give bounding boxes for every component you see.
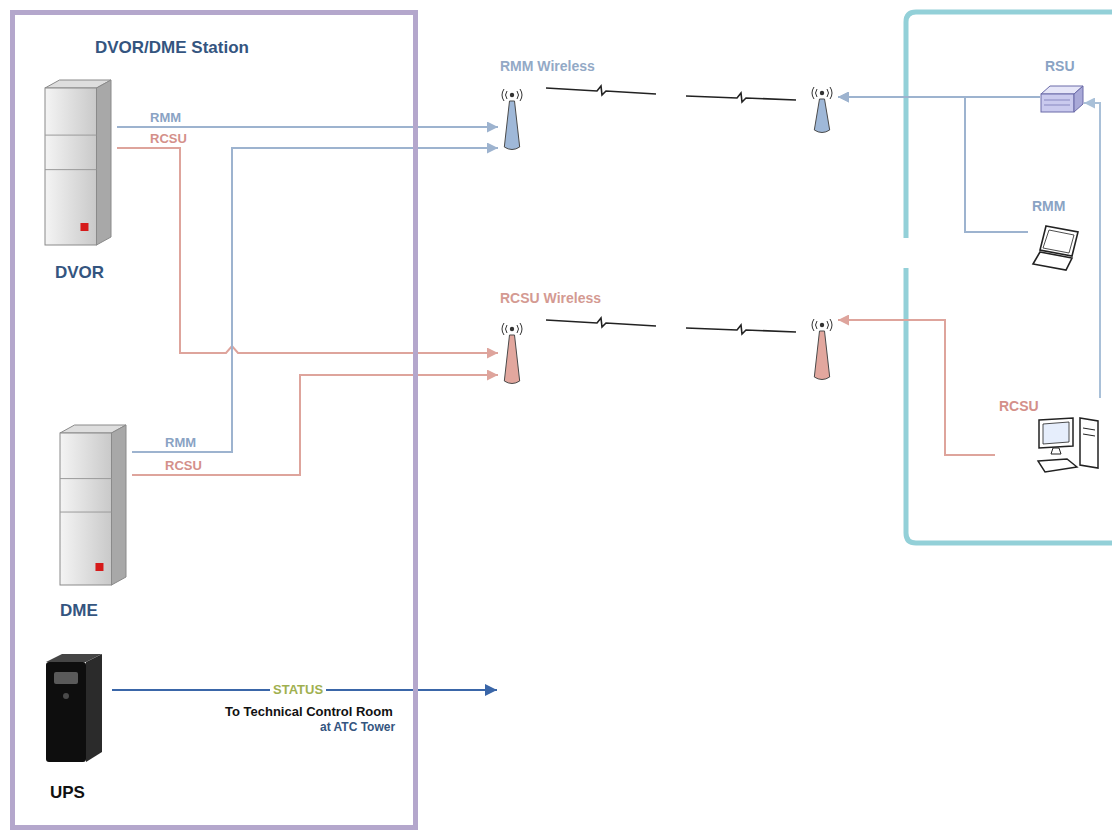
signal-connector — [132, 148, 498, 452]
status-lamp — [80, 223, 88, 231]
ups-unit: UPS — [40, 650, 112, 815]
destination-note: To Technical Control Room — [225, 704, 393, 719]
equipment-name: DME — [60, 601, 98, 621]
link-name: RMM Wireless — [500, 58, 595, 75]
server-front — [60, 433, 111, 585]
rsu-slot — [1044, 100, 1070, 101]
signal-label: RMM — [165, 435, 196, 450]
signal-label: RCSU — [165, 458, 202, 473]
dme-cabinet — [60, 425, 126, 585]
rsu-side — [1074, 86, 1083, 112]
ups-button — [63, 693, 69, 699]
antenna-body — [814, 331, 829, 380]
ups-front — [46, 662, 86, 762]
signal-connector — [838, 97, 1028, 232]
rcsu-terminal: RCSU — [995, 398, 1105, 478]
monitor-screen — [1043, 422, 1069, 444]
radio-waves — [502, 323, 522, 335]
rsu-icon — [1040, 84, 1084, 116]
server-bay — [45, 135, 96, 136]
server-bay — [60, 478, 111, 479]
antenna-tip — [510, 327, 514, 331]
radio-waves — [812, 319, 832, 331]
signal-label: RCSU — [150, 131, 187, 146]
ups-side — [86, 654, 102, 762]
device-name: RSU — [1045, 58, 1075, 75]
signal-label: RMM — [150, 110, 181, 125]
rsu-unit: RSU — [1040, 58, 1084, 118]
signal-connector — [117, 126, 498, 128]
ups-icon — [40, 650, 106, 762]
wireless-link-node: RMM Wireless — [498, 58, 838, 158]
radio-waves — [502, 89, 522, 101]
laptop-base — [1033, 252, 1072, 270]
signal-connector — [132, 375, 498, 475]
destination-note: at ATC Tower — [320, 720, 395, 735]
antenna-tip — [820, 91, 824, 95]
monitor-stand — [1051, 448, 1061, 454]
site-outline — [906, 12, 1112, 238]
signal-connector — [838, 320, 995, 455]
link-name: RCSU Wireless — [500, 290, 601, 307]
status-lamp — [95, 563, 103, 571]
pc-tower — [1080, 418, 1098, 468]
ups-display — [54, 672, 78, 684]
ups-top — [46, 654, 102, 662]
laptop-screen — [1040, 226, 1078, 256]
dvor-cabinet — [45, 80, 111, 245]
rsu-front — [1041, 94, 1074, 112]
signal-connector — [1084, 103, 1100, 398]
keyboard — [1038, 459, 1077, 472]
dme-unit: DME — [60, 425, 132, 625]
device-name: RMM — [1032, 198, 1065, 215]
site-outline — [906, 268, 1112, 543]
station-title: DVOR/DME Station — [95, 38, 249, 58]
server-side — [96, 80, 111, 245]
computer-icon — [1037, 416, 1101, 474]
wireless-link — [546, 318, 656, 327]
antenna-tip — [510, 93, 514, 97]
antenna-tip — [820, 323, 824, 327]
wireless-link — [546, 86, 656, 95]
laptop-icon — [1032, 224, 1078, 274]
rmm-terminal: RMM — [1028, 198, 1080, 278]
signal-connector — [117, 148, 498, 353]
wireless-link — [686, 325, 796, 334]
antenna-body — [504, 101, 519, 150]
server-bay — [45, 169, 96, 170]
server-side — [111, 425, 126, 585]
antenna-body — [504, 335, 519, 384]
dvor-unit: DVOR — [45, 80, 117, 290]
monitor-frame — [1039, 418, 1073, 448]
drive-bay — [1083, 434, 1095, 436]
laptop-display — [1043, 230, 1074, 253]
equipment-name: UPS — [50, 783, 85, 803]
wireless-link — [686, 93, 796, 102]
equipment-name: DVOR — [55, 263, 104, 283]
radio-waves — [812, 87, 832, 99]
wireless-link-node: RCSU Wireless — [498, 290, 838, 390]
drive-bay — [1083, 428, 1095, 430]
signal-name: STATUS — [270, 682, 326, 697]
server-bay — [60, 512, 111, 513]
server-front — [45, 88, 96, 245]
antenna-body — [814, 99, 829, 133]
device-name: RCSU — [999, 398, 1039, 415]
rsu-slot — [1044, 105, 1070, 106]
